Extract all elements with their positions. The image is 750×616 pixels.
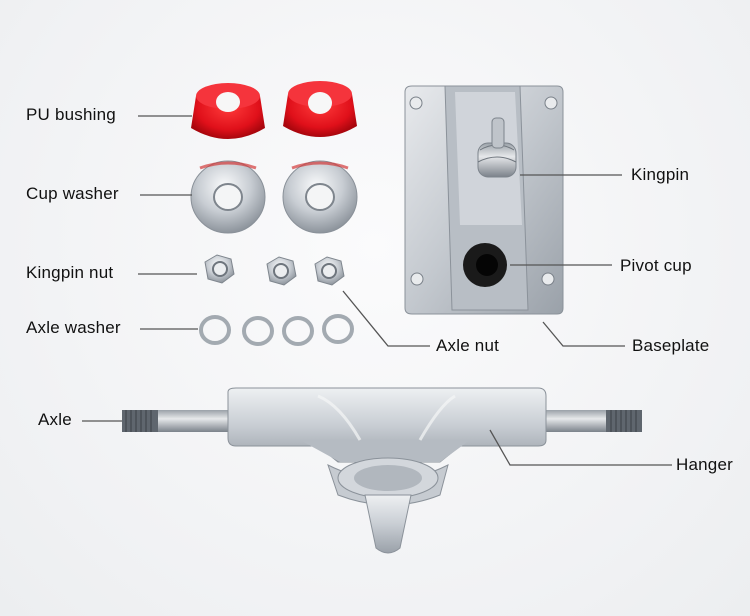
hanger xyxy=(227,387,547,554)
kingpin-nut xyxy=(204,254,235,284)
label-pu-bushing: PU bushing xyxy=(26,105,116,124)
label-kingpin-nut: Kingpin nut xyxy=(26,263,114,282)
label-baseplate: Baseplate xyxy=(632,336,710,355)
leader-hanger xyxy=(489,429,672,466)
label-kingpin: Kingpin xyxy=(631,165,690,184)
label-axle: Axle xyxy=(38,410,72,429)
pu-bushing-right xyxy=(283,81,357,137)
cup-washer-right xyxy=(282,160,358,234)
leader-lines xyxy=(82,115,672,466)
axle-nut-2 xyxy=(314,256,345,286)
pu-bushing-left xyxy=(191,83,265,139)
label-hanger: Hanger xyxy=(676,455,733,474)
label-axle-washer: Axle washer xyxy=(26,318,121,337)
label-axle-nut: Axle nut xyxy=(436,336,500,355)
axle-nut-1 xyxy=(266,256,297,286)
leader-baseplate xyxy=(542,321,625,347)
cup-washer-left xyxy=(190,160,266,234)
label-cup-washer: Cup washer xyxy=(26,184,119,203)
leader-axle-nut xyxy=(342,290,430,347)
pivot-cup xyxy=(463,243,507,287)
label-pivot-cup: Pivot cup xyxy=(620,256,692,275)
axle-washers xyxy=(199,314,354,346)
kingpin xyxy=(477,117,517,178)
